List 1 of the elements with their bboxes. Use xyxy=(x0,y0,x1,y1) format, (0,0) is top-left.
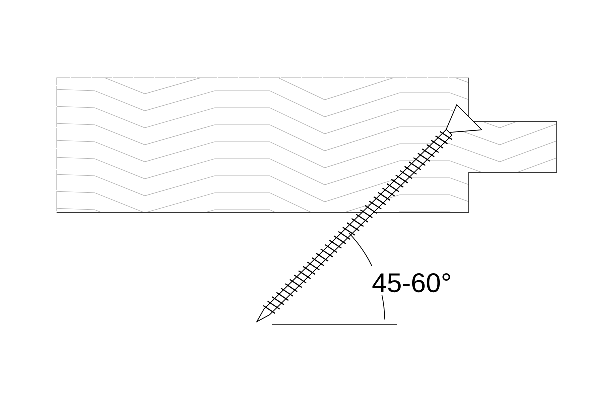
angle-label: 45-60° xyxy=(372,273,450,293)
